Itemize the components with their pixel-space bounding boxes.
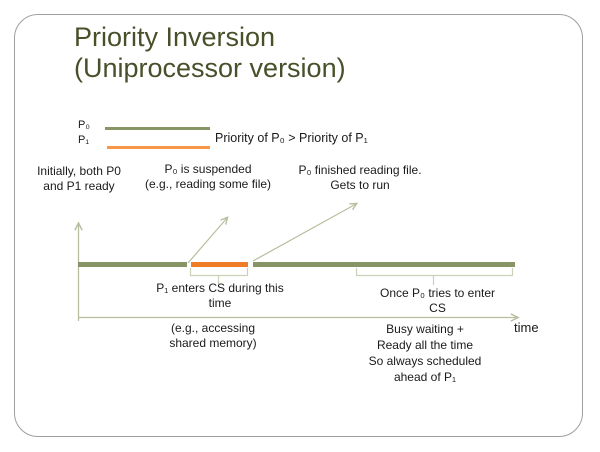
priority-relation-text: Priority of P₀ > Priority of P₁ <box>215 131 368 145</box>
legend-p1-line <box>107 145 210 149</box>
p0-busy-wait-segment <box>253 262 515 267</box>
legend-p0-label: P₀ <box>78 119 90 131</box>
p1-critical-section-segment <box>191 262 248 267</box>
brace-busy-wait-interval <box>355 268 514 285</box>
note-busy-waiting: Busy waiting + Ready all the time So alw… <box>368 322 482 384</box>
note-p0-suspended: P₀ is suspended (e.g., reading some file… <box>144 162 272 191</box>
brace-cs-interval <box>189 268 249 284</box>
slide-border <box>14 14 583 437</box>
p0-run-segment <box>78 262 187 267</box>
note-once-p0-tries: Once P₀ tries to enter CS <box>379 286 496 315</box>
legend-p0-line <box>105 127 210 130</box>
legend-p1-label: P₁ <box>78 134 90 146</box>
page-title-line2: (Uniprocessor version) <box>74 53 346 83</box>
arrow-gets-to-run <box>252 204 356 262</box>
time-axis-label: time <box>514 320 539 335</box>
note-p1-enters-cs: P₁ enters CS during this time <box>156 281 284 310</box>
note-initially-ready: Initially, both P0 and P1 ready <box>37 164 121 193</box>
page-title-line1: Priority Inversion <box>74 22 276 52</box>
arrow-suspended-to-cs <box>187 218 227 264</box>
note-p0-finished: P₀ finished reading file. Gets to run <box>298 163 422 192</box>
note-cs-example: (e.g., accessing shared memory) <box>169 321 257 350</box>
